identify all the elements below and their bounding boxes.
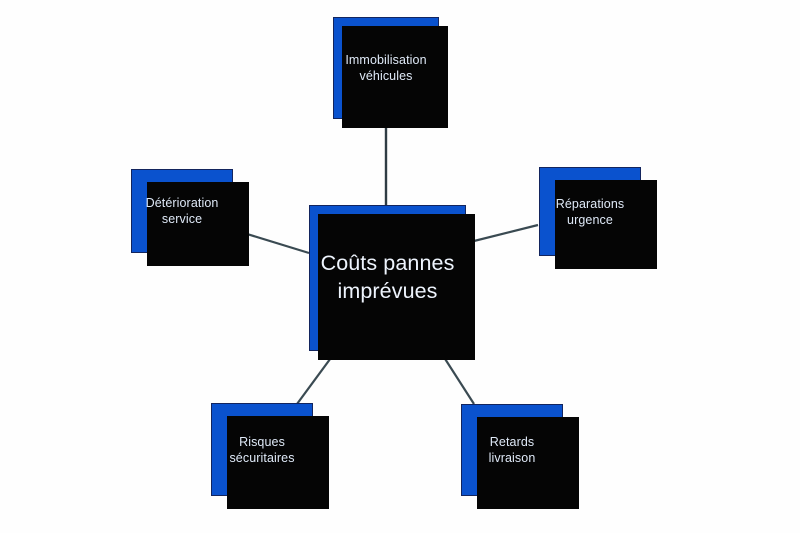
connector-center-to-right bbox=[465, 223, 539, 245]
node-reparations-urgence-label: Réparations urgence bbox=[555, 196, 625, 227]
node-deterioration-service[interactable]: Détérioration service bbox=[131, 169, 249, 266]
node-immobilisation-vehicules[interactable]: Immobilisation véhicules bbox=[333, 17, 448, 128]
node-retards-livraison-label: Retards livraison bbox=[488, 435, 536, 465]
node-risques-securitaires[interactable]: Risques sécuritaires bbox=[211, 403, 329, 509]
node-reparations-urgence[interactable]: Réparations urgence bbox=[539, 167, 657, 269]
node-center[interactable]: Coûts pannes imprévues bbox=[309, 205, 475, 360]
node-risques-securitaires-label: Risques sécuritaires bbox=[229, 434, 295, 465]
node-immobilisation-vehicules-label: Immobilisation véhicules bbox=[345, 53, 427, 83]
node-retards-livraison[interactable]: Retards livraison bbox=[461, 404, 579, 509]
node-deterioration-service-label: Détérioration service bbox=[145, 196, 219, 226]
node-center-label: Coûts pannes imprévues bbox=[320, 251, 455, 303]
